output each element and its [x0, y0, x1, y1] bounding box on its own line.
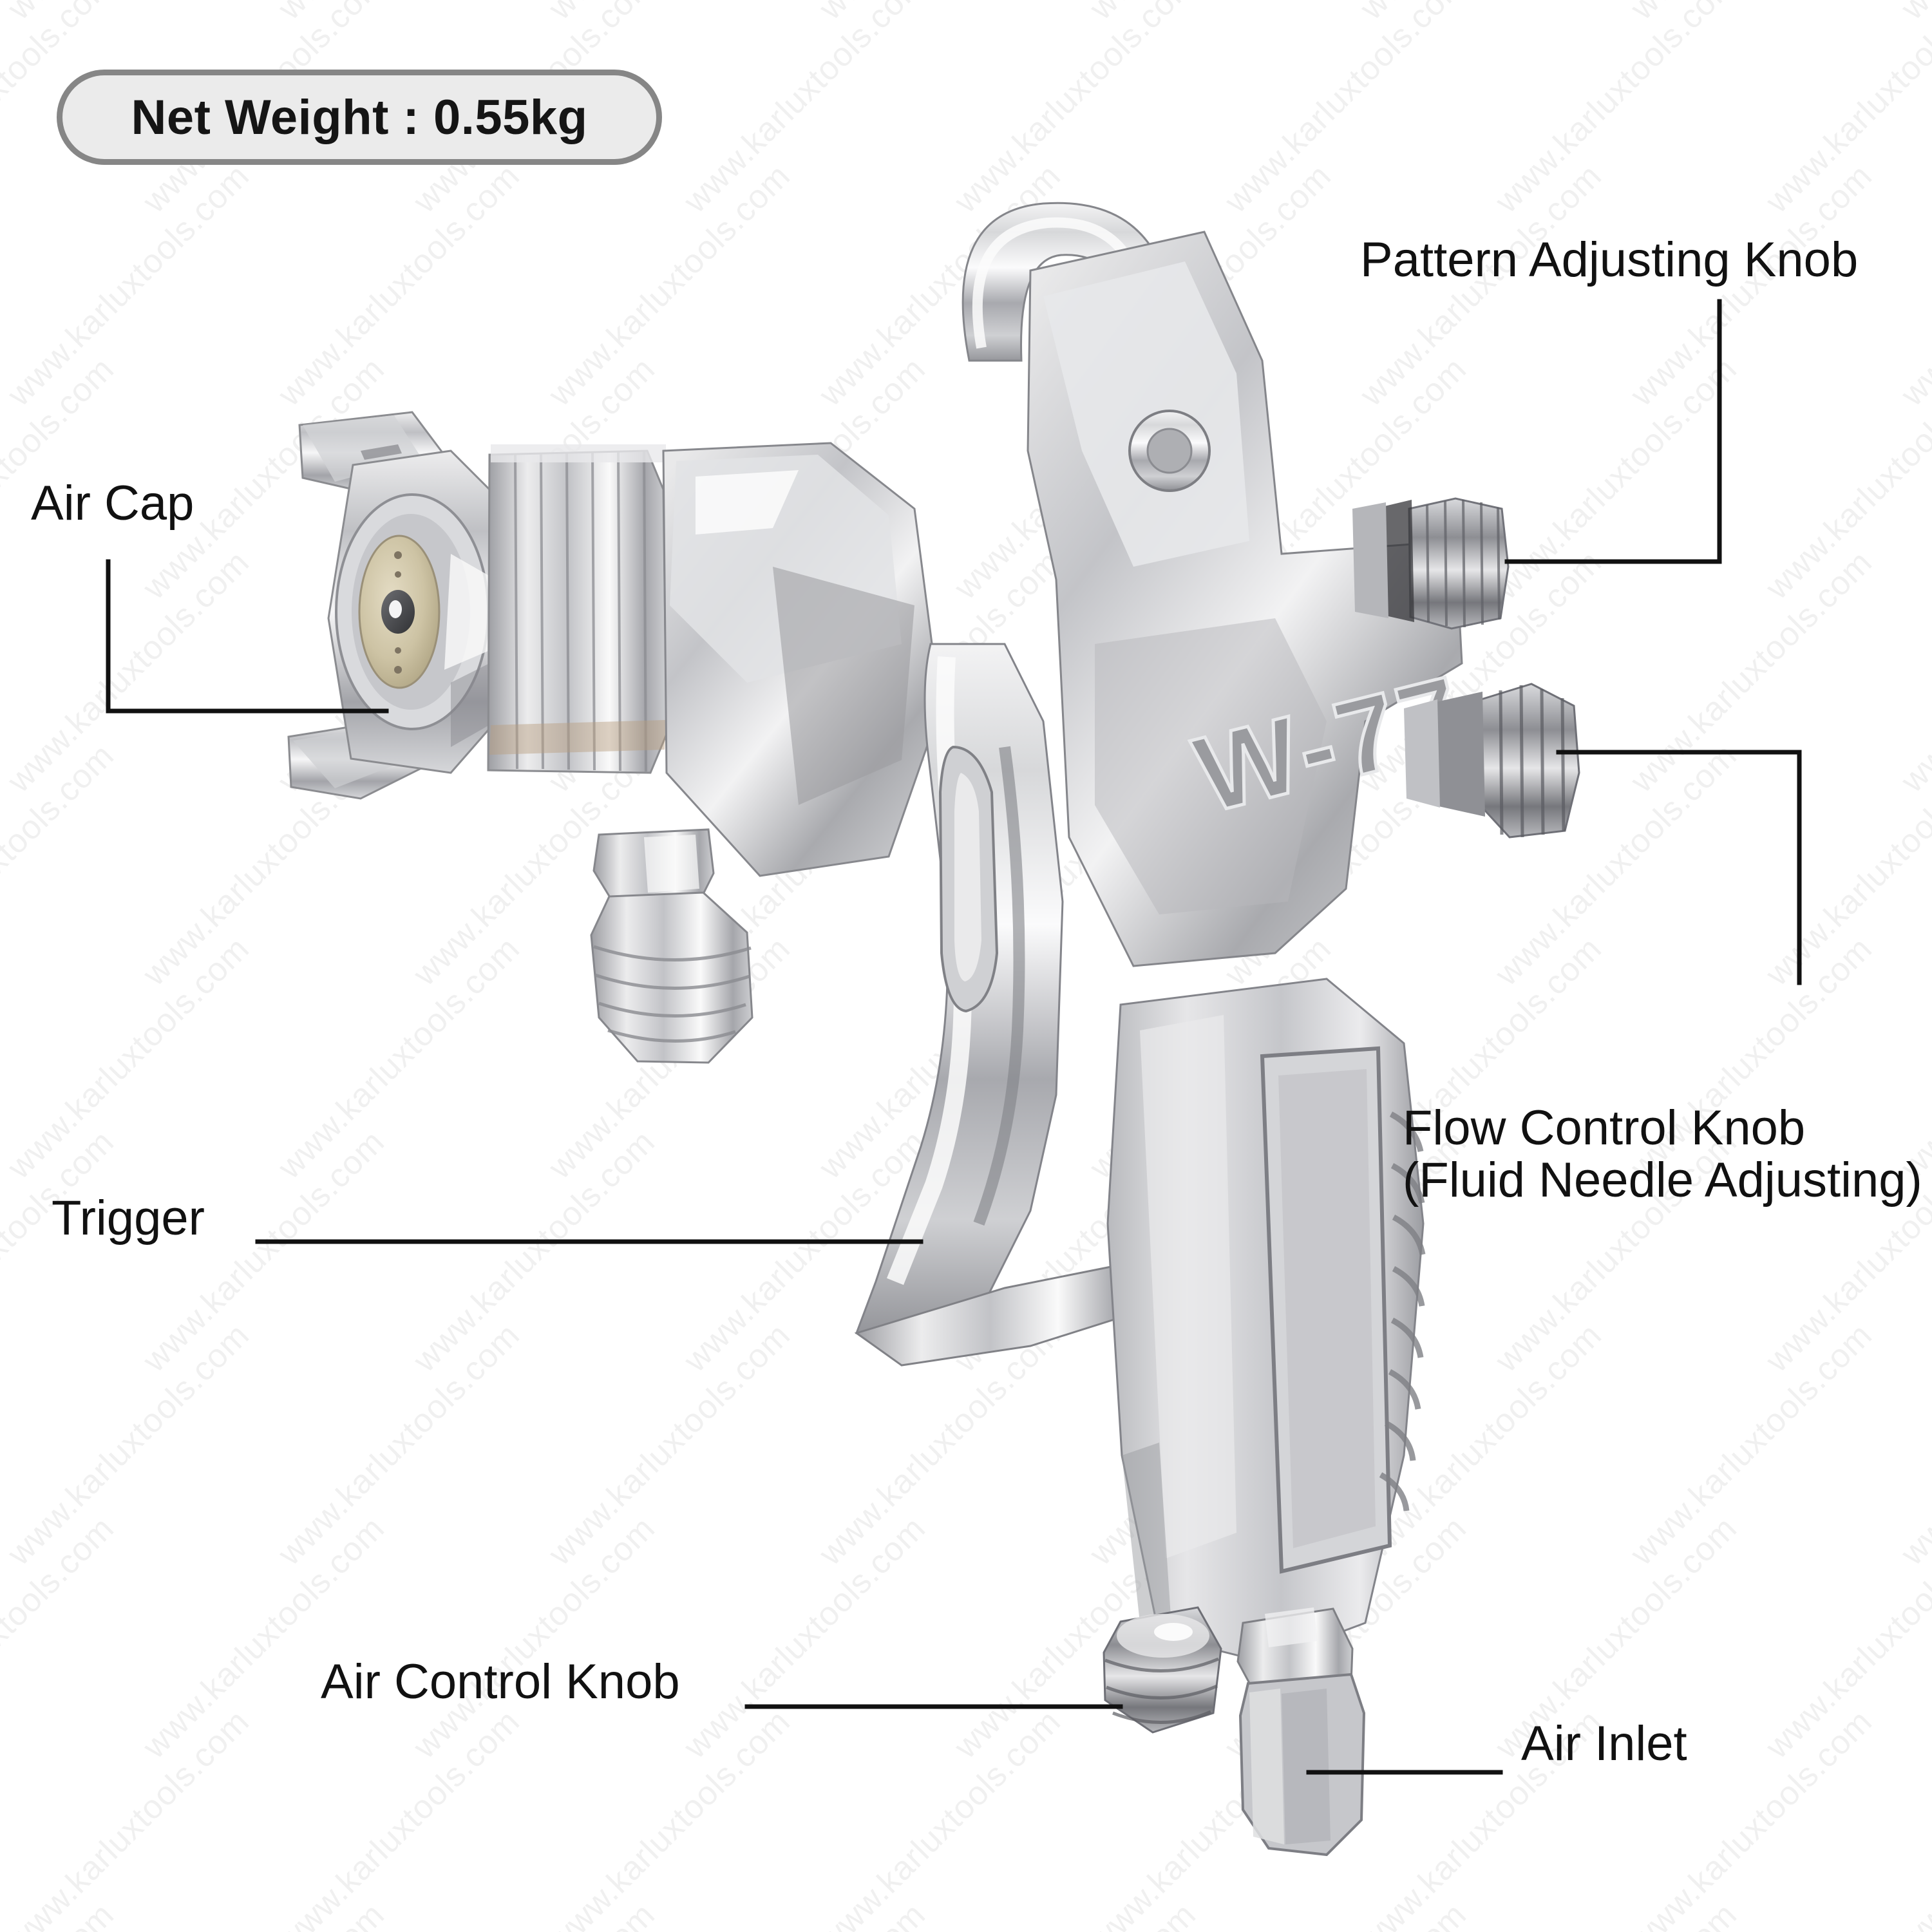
leader-air-cap	[106, 559, 389, 714]
callout-flow-knob-line2: (Fluid Needle Adjusting)	[1403, 1152, 1922, 1208]
callout-label-air-cap: Air Cap	[31, 476, 194, 531]
callout-flow-knob-line1: Flow Control Knob	[1403, 1101, 1806, 1155]
leader-flow-knob	[1556, 750, 1802, 985]
flow-control-knob	[1404, 683, 1580, 838]
callout-pattern-knob-line1: Pattern Adjusting Knob	[1360, 232, 1859, 287]
net-weight-text: Net Weight : 0.55kg	[131, 90, 588, 145]
air-cap-assembly	[287, 411, 497, 800]
leader-pattern-knob	[1504, 299, 1722, 564]
callout-trigger-line1: Trigger	[52, 1191, 205, 1245]
net-weight-badge: Net Weight : 0.55kg	[57, 70, 662, 165]
fluid-inlet-fitting	[590, 828, 753, 1064]
callout-label-trigger: Trigger	[52, 1191, 205, 1245]
air-control-knob	[1103, 1606, 1222, 1734]
handle-grip	[1106, 978, 1426, 1663]
air-cap-retaining-ring	[487, 444, 668, 774]
callout-label-pattern-adjusting-knob: Pattern Adjusting Knob	[1360, 234, 1858, 287]
callout-label-air-inlet: Air Inlet	[1521, 1718, 1687, 1770]
callout-air-cap-line1: Air Cap	[31, 476, 194, 531]
callout-label-air-control-knob: Air Control Knob	[321, 1656, 680, 1709]
callout-label-flow-control-knob: Flow Control Knob (Fluid Needle Adjustin…	[1403, 1101, 1922, 1208]
callout-air-inlet-line1: Air Inlet	[1521, 1716, 1687, 1771]
air-inlet-fitting	[1236, 1607, 1366, 1857]
gun-head-body	[662, 442, 942, 877]
rear-body-housing: W-77	[1027, 231, 1479, 967]
callout-air-control-knob-line1: Air Control Knob	[321, 1654, 680, 1709]
pattern-adjusting-knob	[1352, 497, 1510, 630]
